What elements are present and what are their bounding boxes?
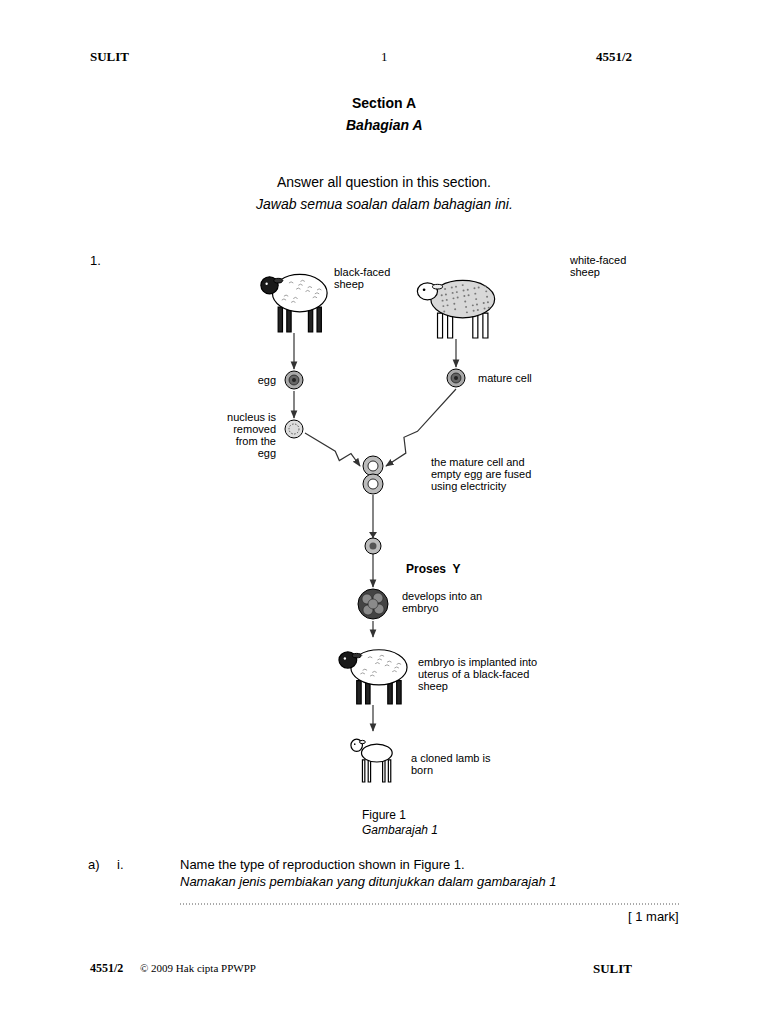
- stage-figure: black-faced sheep: [258, 262, 330, 332]
- page-text: 4551/2: [596, 49, 632, 65]
- stage-label: embryo is implanted into uterus of a bla…: [418, 656, 542, 692]
- stage-figure: egg: [284, 370, 304, 390]
- stage-figure: nucleus is removed from the egg: [284, 419, 304, 439]
- cell-nucleus: [370, 543, 377, 550]
- stage-label: develops into an embryo: [402, 590, 498, 614]
- stage-picture: [349, 732, 397, 782]
- answer-line: [180, 904, 680, 905]
- single-cell: [365, 538, 381, 554]
- flow-arrow: [372, 705, 373, 731]
- page-text: Namakan jenis pembiakan yang ditunjukkan…: [180, 874, 557, 889]
- stage-figure: a cloned lamb is born: [349, 732, 397, 782]
- page-text: Name the type of reproduction shown in F…: [180, 857, 465, 872]
- page-text: i.: [117, 857, 124, 872]
- stage-picture: [356, 588, 390, 620]
- page-text: Answer all question in this section.: [277, 174, 491, 190]
- stage-picture: [336, 638, 410, 704]
- page-text: © 2009 Hak cipta PPWPP: [140, 962, 256, 974]
- stage-label: egg: [236, 374, 276, 386]
- page-text: SULIT: [90, 49, 129, 65]
- stage-label: mature cell: [478, 372, 558, 384]
- flow-arrow: [455, 339, 456, 367]
- stage-figure: the mature cell and empty egg are fused …: [361, 456, 385, 494]
- stage-picture: [446, 368, 466, 388]
- flow-arrow: [372, 621, 373, 637]
- page-text: [ 1 mark]: [628, 909, 679, 924]
- flow-arrow: [386, 389, 456, 466]
- arrow-head: [369, 532, 377, 538]
- stage-label: white-faced sheep: [570, 254, 642, 278]
- stage-picture: [258, 262, 330, 332]
- stage-label: nucleus is removed from the egg: [218, 411, 276, 459]
- page-text: 4551/2: [90, 961, 123, 976]
- stage-figure: mature cell: [446, 368, 466, 388]
- stage-label: a cloned lamb is born: [411, 752, 511, 776]
- flow-arrow: [293, 391, 294, 418]
- flow-arrow: [305, 433, 360, 466]
- page-text: SULIT: [593, 961, 632, 977]
- stage-figure: white-faced sheep: [414, 268, 498, 338]
- stage-picture: [284, 370, 304, 390]
- stage-label: black-faced sheep: [334, 266, 416, 290]
- page-text: 1: [381, 49, 388, 65]
- page-text: Bahagian A: [346, 117, 423, 133]
- stage-figure: develops into an embryo: [356, 588, 390, 620]
- page-text: 1.: [90, 253, 101, 268]
- page-text: Jawab semua soalan dalam bahagian ini.: [256, 196, 513, 212]
- page-text: Section A: [352, 95, 416, 111]
- page-text: Gambarajah 1: [362, 823, 438, 837]
- stage-figure: embryo is implanted into uterus of a bla…: [336, 638, 410, 704]
- stage-label: the mature cell and empty egg are fused …: [431, 456, 551, 492]
- page-text: Figure 1: [362, 808, 406, 822]
- stage-picture: [361, 456, 385, 494]
- page-text: a): [88, 857, 100, 872]
- stage-picture: [284, 419, 304, 439]
- flow-arrow: [293, 333, 294, 369]
- stage-picture: [414, 268, 498, 338]
- process-label: Proses Y: [404, 562, 462, 576]
